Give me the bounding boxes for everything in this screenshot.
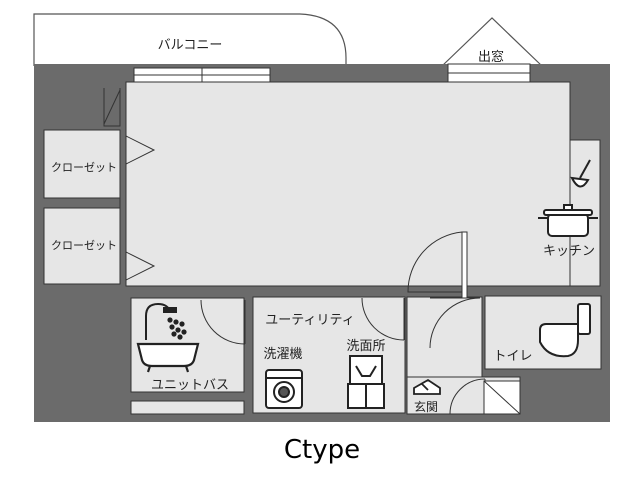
- doors: [200, 231, 521, 415]
- bath-lower-floor: [130, 400, 245, 415]
- bay-window: [441, 17, 543, 67]
- washing-machine-label: 洗濯機: [263, 347, 302, 362]
- shower-icon: [145, 302, 187, 340]
- bathtub-icon: [136, 342, 200, 373]
- closet-lower-label: クローゼット: [51, 239, 117, 252]
- utility-label: ユーティリティ: [265, 313, 354, 328]
- balcony-label: バルコニー: [158, 38, 223, 53]
- pot-icon: [538, 204, 598, 237]
- entrance-label: 玄関: [414, 399, 438, 414]
- plan-title: Ctype: [284, 435, 360, 465]
- washing-machine-icon: [265, 369, 303, 409]
- hallway-floor: [406, 296, 483, 378]
- toilet-icon: [539, 303, 591, 358]
- closet-doors: [103, 88, 156, 284]
- bay-window-label: 出窓: [478, 49, 504, 65]
- washroom-label: 洗面所: [346, 339, 385, 354]
- unit-bath-label: ユニットバス: [151, 378, 229, 393]
- shoe-icon: [413, 378, 441, 395]
- toilet-label: トイレ: [493, 349, 532, 364]
- kitchen-label: キッチン: [543, 244, 595, 259]
- balcony: [33, 13, 347, 66]
- main-room-floor: [125, 81, 571, 287]
- closet-upper-floor: [43, 129, 121, 199]
- closet-upper-label: クローゼット: [51, 161, 117, 174]
- closet-lower-floor: [43, 207, 121, 285]
- washbasin-icon: [347, 355, 385, 409]
- windows: [133, 63, 531, 83]
- ladle-icon: [570, 159, 591, 188]
